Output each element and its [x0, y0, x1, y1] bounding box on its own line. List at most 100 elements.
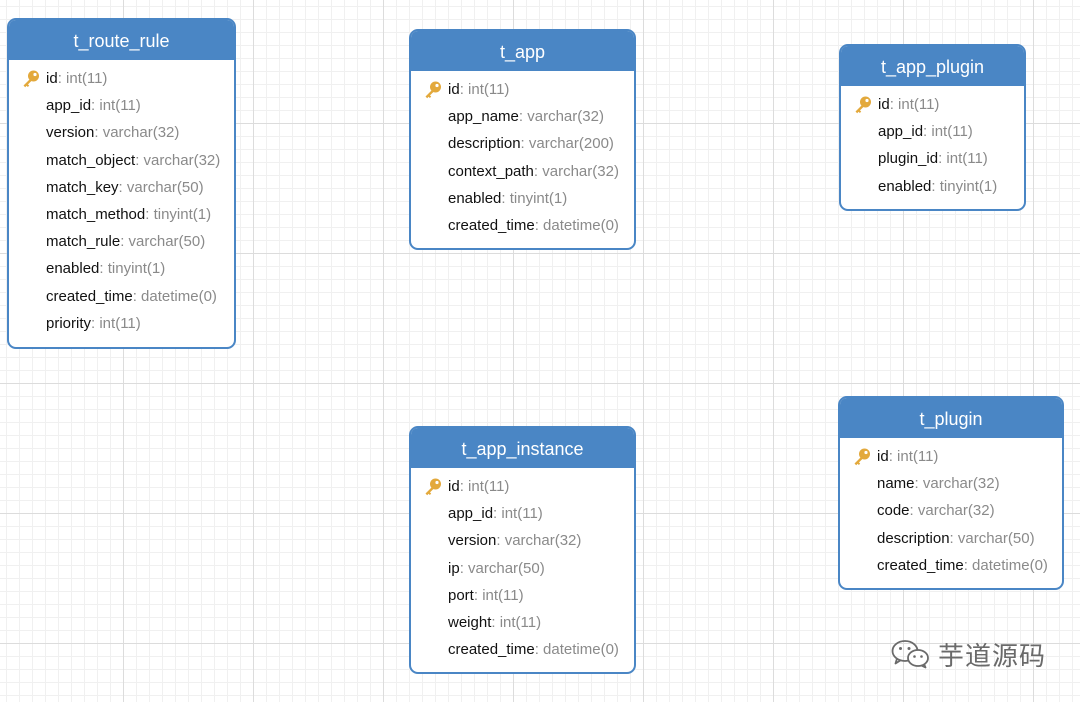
field-name: id — [46, 70, 58, 87]
field-row[interactable]: priority: int(11) — [9, 310, 234, 337]
field-name: match_key — [46, 178, 119, 196]
table-t-route-rule[interactable]: t_route_rule id: int(11) app_id: int(11)… — [7, 18, 236, 349]
field-name: context_path — [448, 162, 534, 180]
field-type: : tinyint(1) — [931, 177, 998, 195]
field-row[interactable]: weight: int(11) — [411, 609, 634, 636]
field-type: : int(11) — [889, 96, 940, 113]
table-t-app-instance[interactable]: t_app_instance id: int(11) app_id: int(1… — [409, 426, 636, 674]
field-name: version — [448, 532, 497, 550]
field-row[interactable]: match_object: varchar(32) — [9, 147, 234, 174]
field-name: description — [448, 135, 521, 153]
field-name: created_time — [46, 287, 133, 305]
field-row[interactable]: context_path: varchar(32) — [411, 158, 634, 185]
field-row[interactable]: created_time: datetime(0) — [411, 636, 634, 663]
field-name: code — [877, 502, 910, 520]
field-name: app_name — [448, 108, 519, 126]
field-name: id — [877, 448, 889, 465]
field-row[interactable]: port: int(11) — [411, 582, 634, 609]
field-row[interactable]: description: varchar(50) — [840, 525, 1062, 552]
key-icon — [425, 478, 441, 496]
key-icon — [23, 70, 39, 88]
field-type: : varchar(32) — [914, 475, 1000, 493]
field-name: app_id — [448, 505, 494, 523]
field-type: : int(11) — [91, 314, 141, 332]
field-name: version — [46, 124, 95, 142]
field-row[interactable]: match_method: tinyint(1) — [9, 201, 234, 228]
field-row[interactable]: id: int(11) — [841, 91, 1024, 118]
field-row[interactable]: enabled: tinyint(1) — [411, 185, 634, 212]
field-type: : varchar(50) — [459, 559, 545, 577]
field-name: id — [448, 478, 460, 495]
field-name: enabled — [878, 177, 932, 195]
field-row[interactable]: ip: varchar(50) — [411, 555, 634, 582]
field-type: : int(11) — [91, 97, 141, 115]
table-t-app[interactable]: t_app id: int(11) app_name: varchar(32) … — [409, 29, 636, 250]
field-name: port — [448, 586, 474, 604]
field-type: : datetime(0) — [534, 641, 619, 659]
field-row[interactable]: version: varchar(32) — [9, 119, 234, 146]
field-name: match_object — [46, 151, 136, 169]
field-name: match_method — [46, 205, 146, 223]
field-name: plugin_id — [878, 150, 939, 168]
field-type: : varchar(50) — [120, 233, 206, 251]
field-name: priority — [46, 314, 92, 332]
field-name: match_rule — [46, 233, 121, 251]
field-type: : tinyint(1) — [145, 205, 212, 223]
field-type: : int(11) — [473, 586, 524, 604]
field-name: app_id — [878, 123, 924, 141]
key-icon — [425, 81, 441, 99]
field-row[interactable]: match_rule: varchar(50) — [9, 228, 234, 255]
field-type: : int(11) — [459, 81, 510, 98]
field-row[interactable]: created_time: datetime(0) — [411, 212, 634, 239]
field-type: : int(11) — [493, 505, 543, 523]
field-row[interactable]: version: varchar(32) — [411, 527, 634, 554]
field-type: : varchar(200) — [520, 135, 614, 153]
field-name: ip — [448, 559, 460, 577]
field-row[interactable]: enabled: tinyint(1) — [841, 173, 1024, 200]
field-row[interactable]: id: int(11) — [411, 76, 634, 103]
field-type: : varchar(32) — [533, 162, 619, 180]
field-type: : int(11) — [459, 478, 510, 495]
field-name: name — [877, 475, 915, 493]
field-row[interactable]: id: int(11) — [9, 65, 234, 92]
watermark-text: 芋道源码 — [938, 640, 1047, 671]
field-type: : varchar(32) — [135, 151, 221, 169]
field-name: created_time — [877, 556, 964, 574]
table-title: t_app_instance — [411, 428, 634, 468]
field-row[interactable]: match_key: varchar(50) — [9, 174, 234, 201]
field-list: id: int(11) app_name: varchar(32) descri… — [411, 71, 634, 247]
field-row[interactable]: app_id: int(11) — [411, 500, 634, 527]
field-row[interactable]: name: varchar(32) — [840, 470, 1062, 497]
key-icon — [854, 448, 870, 466]
table-title: t_plugin — [840, 398, 1062, 438]
field-type: : int(11) — [923, 123, 973, 141]
field-row[interactable]: description: varchar(200) — [411, 130, 634, 157]
field-row[interactable]: enabled: tinyint(1) — [9, 255, 234, 282]
field-type: : tinyint(1) — [501, 189, 568, 207]
field-row[interactable]: app_name: varchar(32) — [411, 103, 634, 130]
table-t-app-plugin[interactable]: t_app_plugin id: int(11) app_id: int(11)… — [839, 44, 1026, 211]
table-t-plugin[interactable]: t_plugin id: int(11) name: varchar(32) c… — [838, 396, 1064, 590]
field-name: weight — [448, 613, 492, 631]
field-name: created_time — [448, 216, 535, 234]
field-row[interactable]: app_id: int(11) — [9, 92, 234, 119]
field-type: : int(11) — [938, 150, 988, 168]
field-row[interactable]: created_time: datetime(0) — [840, 552, 1062, 579]
field-type: : int(11) — [888, 448, 939, 465]
table-title: t_route_rule — [9, 20, 234, 60]
field-row[interactable]: id: int(11) — [411, 473, 634, 500]
field-row[interactable]: code: varchar(32) — [840, 497, 1062, 524]
field-type: : varchar(32) — [518, 108, 604, 126]
field-type: : varchar(32) — [94, 124, 180, 142]
field-row[interactable]: app_id: int(11) — [841, 118, 1024, 145]
field-name: enabled — [46, 260, 100, 278]
key-icon — [855, 96, 871, 114]
field-row[interactable]: created_time: datetime(0) — [9, 283, 234, 310]
field-type: : varchar(50) — [118, 178, 204, 196]
field-type: : datetime(0) — [963, 556, 1048, 574]
field-row[interactable]: plugin_id: int(11) — [841, 145, 1024, 172]
field-type: : int(11) — [491, 613, 542, 631]
field-type: : datetime(0) — [534, 216, 619, 234]
field-row[interactable]: id: int(11) — [840, 443, 1062, 470]
table-title: t_app_plugin — [841, 46, 1024, 86]
